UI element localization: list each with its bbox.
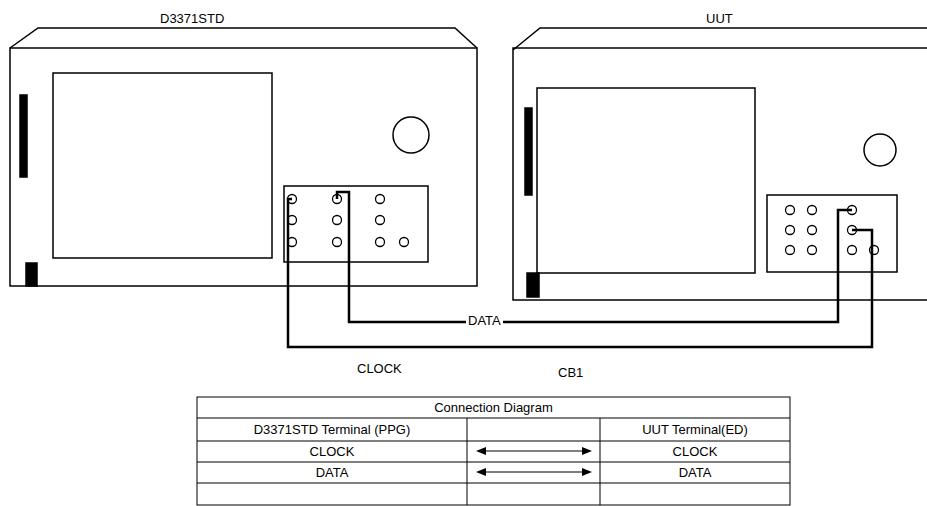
cable [337, 192, 852, 322]
cable-name: CB1 [556, 365, 585, 380]
instrument-name: UUT [706, 11, 733, 26]
instrument: UUT [513, 48, 927, 300]
table-cell: Connection Diagram [197, 397, 790, 418]
cable-label: CLOCK [355, 361, 404, 376]
cable [288, 199, 872, 347]
instrument: D3371STD [10, 48, 477, 286]
table-cell: DATA [600, 462, 790, 483]
table-cell: D3371STD Terminal (PPG) [197, 418, 467, 441]
table-cell: CLOCK [600, 441, 790, 462]
cable-label: DATA [466, 313, 503, 328]
table-cell: CLOCK [197, 441, 467, 462]
table-cell: DATA [197, 462, 467, 483]
table-cell: UUT Terminal(ED) [600, 418, 790, 441]
instrument-name: D3371STD [160, 11, 224, 26]
